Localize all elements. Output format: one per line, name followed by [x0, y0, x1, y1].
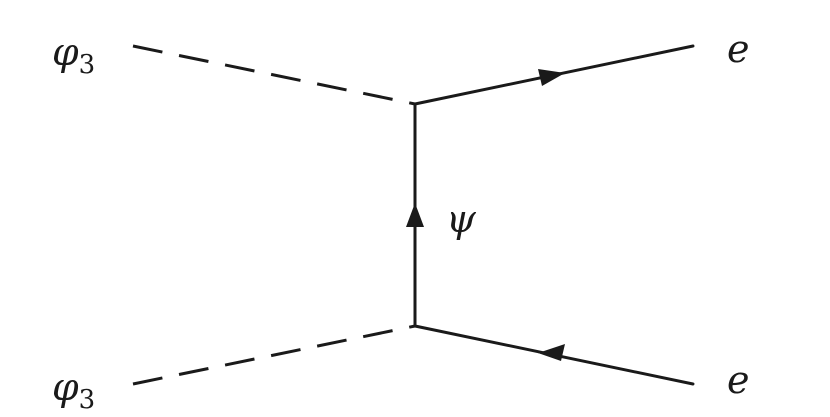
label-electron-bottom: e	[727, 358, 750, 402]
scalar-line-top	[132, 44, 416, 106]
arrow-propagator-up-icon	[406, 203, 424, 227]
label-propagator-psi: ψ	[446, 197, 477, 241]
label-electron-top: e	[727, 27, 750, 71]
scalar-line-bottom	[132, 324, 416, 386]
arrow-bottom-incoming-icon	[538, 344, 565, 361]
label-phi-top: φ3	[52, 30, 95, 80]
arrow-top-outgoing-icon	[538, 69, 565, 86]
label-phi-bottom: φ3	[52, 365, 95, 415]
